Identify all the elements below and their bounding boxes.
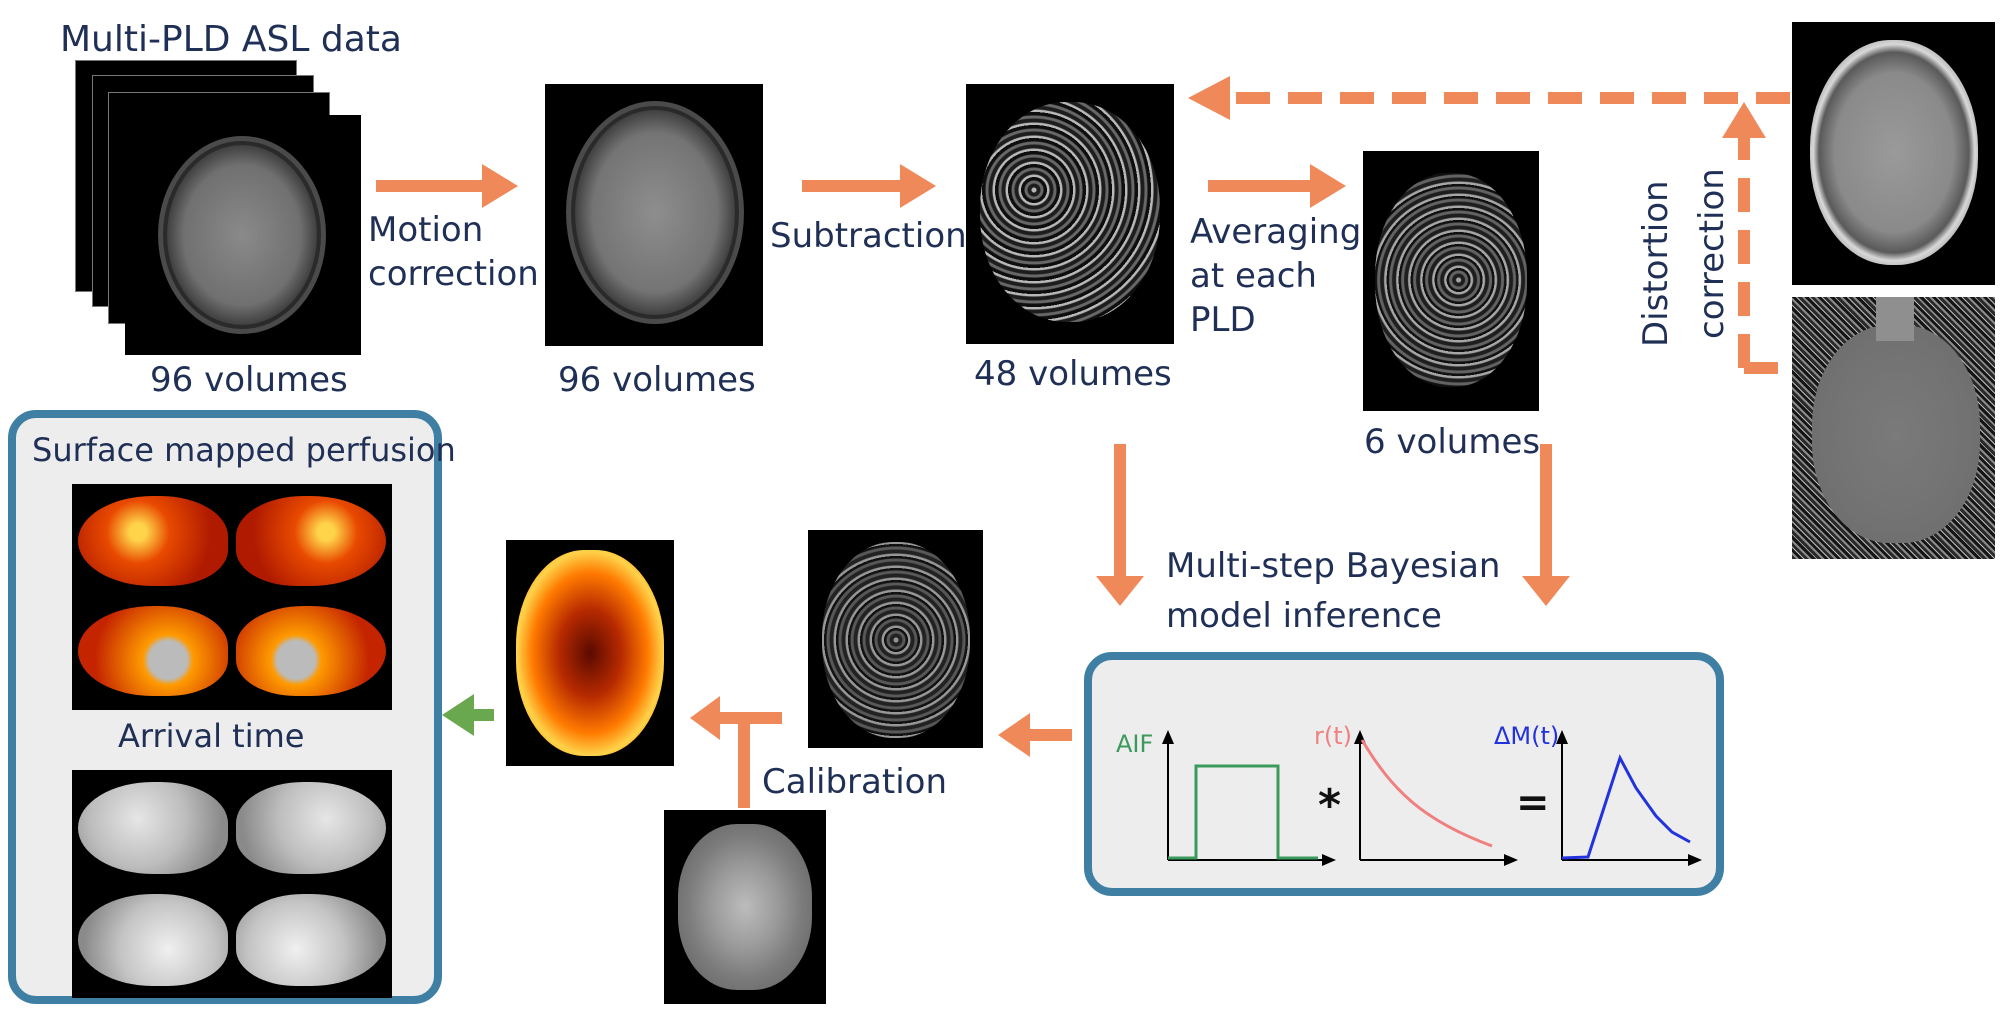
output-box: Surface mapped perfusion Arrival time <box>8 410 456 1004</box>
subtracted-image <box>966 84 1174 344</box>
fieldmap-image <box>1792 297 1995 559</box>
calibration-label: Calibration <box>762 762 947 802</box>
structural-image <box>1792 22 1995 285</box>
volumes-label-1: 96 volumes <box>150 360 348 400</box>
arrowhead-calibration <box>690 696 720 740</box>
arrival-hemisphere-tr <box>236 782 386 874</box>
subtraction-label: Subtraction <box>770 216 967 256</box>
averaging-line-1: Averaging <box>1190 212 1362 252</box>
distortion-line-2: correction <box>1692 168 1732 339</box>
subtracted-brain <box>980 102 1160 322</box>
model-plots: AIF * r(t) = ΔM(t) <box>1116 722 1702 866</box>
averaged-difference-image <box>808 530 983 748</box>
motion-correction-line-1: Motion <box>368 210 484 250</box>
raw-volume-front <box>125 115 361 355</box>
structural-skull <box>1810 40 1978 265</box>
aif-x-arrow <box>1322 854 1336 866</box>
arrival-hemisphere-tl <box>78 782 228 874</box>
arrowhead-motion <box>482 164 518 208</box>
raw-brain-image <box>167 145 317 325</box>
convolution-star: * <box>1318 780 1341 831</box>
equals-sign: = <box>1516 780 1550 826</box>
volumes-label-4: 6 volumes <box>1364 422 1541 462</box>
volumes-label-3: 48 volumes <box>974 354 1172 394</box>
model-box: AIF * r(t) = ΔM(t) <box>1084 652 1724 896</box>
arrowhead-dashed-up <box>1722 102 1766 138</box>
arrowhead-down-left <box>1096 576 1144 606</box>
surface-hemisphere-tl <box>78 496 228 586</box>
averaging-line-3: PLD <box>1190 300 1256 340</box>
arrowhead-to-cbf <box>998 713 1030 757</box>
rt-label: r(t) <box>1314 722 1352 750</box>
arrowhead-averaging <box>1310 164 1346 208</box>
rt-curve <box>1360 739 1493 848</box>
dmt-y-arrow <box>1556 730 1568 744</box>
surface-hemisphere-tr <box>236 496 386 586</box>
surface-perfusion-image <box>72 484 392 710</box>
averaged-brain <box>1375 173 1527 387</box>
arrival-hemisphere-br <box>236 894 386 986</box>
arrowhead-green-output <box>442 694 474 736</box>
fieldmap-brain <box>1812 325 1980 543</box>
bayesian-line-1: Multi-step Bayesian <box>1166 546 1501 586</box>
arrival-time-image <box>72 770 392 998</box>
arrival-time-heading: Arrival time <box>118 717 305 755</box>
motion-corrected-image <box>545 84 763 346</box>
surface-hemisphere-bl <box>78 606 228 696</box>
averaged-image <box>1363 151 1539 411</box>
dmt-curve <box>1561 754 1691 860</box>
aif-label: AIF <box>1116 730 1153 758</box>
averaged-difference-brain <box>822 542 970 738</box>
volumes-label-2: 96 volumes <box>558 360 756 400</box>
m0-calibration-image <box>664 810 826 1004</box>
motion-corrected-brain <box>575 110 735 315</box>
rt-x-arrow <box>1504 854 1518 866</box>
arrival-hemisphere-bl <box>78 894 228 986</box>
fieldmap-top-patch <box>1876 297 1914 341</box>
arrowhead-dashed-top <box>1188 76 1230 120</box>
cbf-map-brain <box>516 550 664 756</box>
distortion-rotated: Distortion correction <box>1634 168 1732 347</box>
diagram-title: Multi-PLD ASL data <box>60 19 402 60</box>
arrowhead-down-right <box>1522 576 1570 606</box>
dmt-label: ΔM(t) <box>1494 722 1559 750</box>
m0-calibration-brain <box>678 824 812 990</box>
distortion-line-1: Distortion <box>1636 180 1676 347</box>
surface-perfusion-heading: Surface mapped perfusion <box>32 431 456 469</box>
dmt-x-arrow <box>1688 854 1702 866</box>
cbf-map <box>506 540 674 766</box>
aif-curve <box>1168 764 1318 860</box>
motion-correction-line-2: correction <box>368 254 539 294</box>
arrowhead-subtraction <box>900 164 936 208</box>
surface-hemisphere-br <box>236 606 386 696</box>
averaging-line-2: at each <box>1190 256 1317 296</box>
bayesian-line-2: model inference <box>1166 596 1442 636</box>
aif-y-arrow <box>1162 730 1174 744</box>
